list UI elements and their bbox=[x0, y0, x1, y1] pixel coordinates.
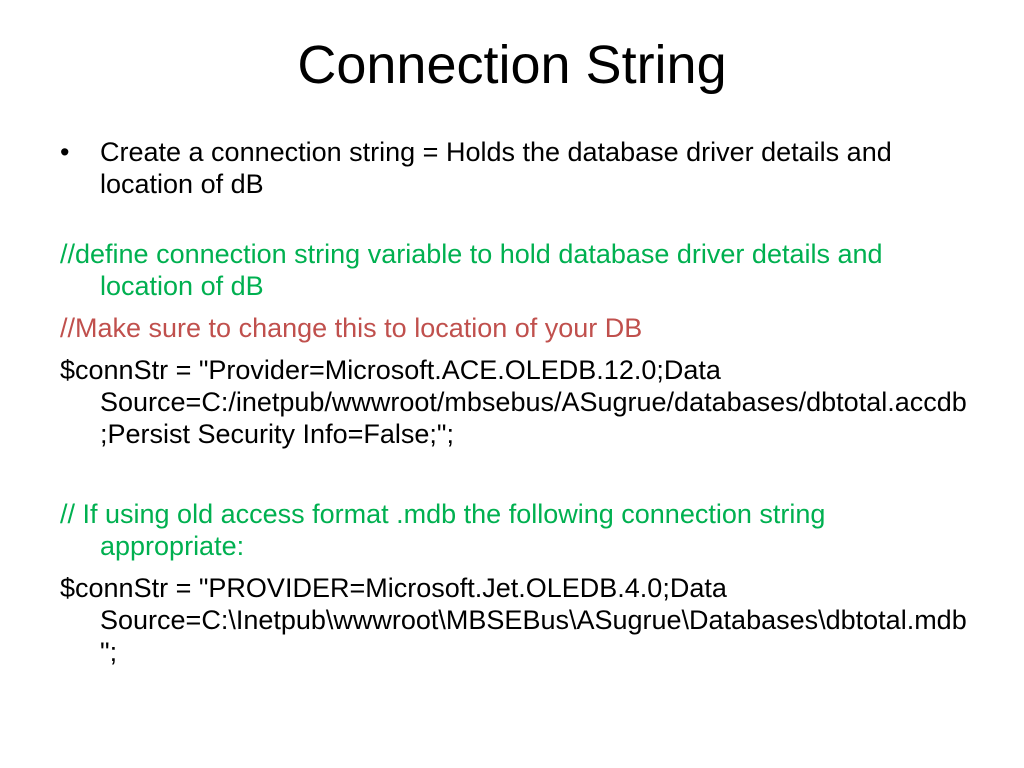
comment-define: //define connection string variable to h… bbox=[60, 239, 883, 301]
spacer bbox=[60, 200, 970, 238]
spacer bbox=[60, 460, 970, 498]
code-jet-connection-string: $connStr = "PROVIDER=Microsoft.Jet.OLEDB… bbox=[60, 573, 967, 667]
code-ace-connection-string: $connStr = "Provider=Microsoft.ACE.OLEDB… bbox=[60, 355, 967, 449]
bullet-item: • Create a connection string = Holds the… bbox=[60, 136, 970, 200]
slide-title: Connection String bbox=[297, 35, 727, 95]
comment-old-access: // If using old access format .mdb the f… bbox=[60, 499, 826, 561]
bullet-icon: • bbox=[60, 137, 70, 167]
slide-content: • Create a connection string = Holds the… bbox=[60, 136, 970, 678]
bullet-text: Create a connection string = Holds the d… bbox=[100, 137, 892, 199]
comment-make-sure: //Make sure to change this to location o… bbox=[60, 313, 643, 343]
